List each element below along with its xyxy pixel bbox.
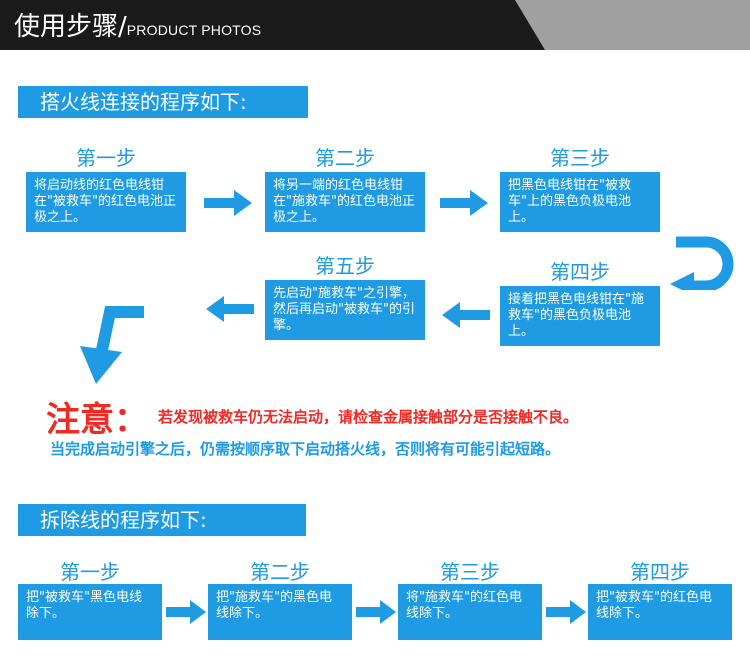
remove-step-2-label: 第二步 bbox=[250, 560, 310, 584]
arrow-left-icon bbox=[442, 302, 490, 328]
remove-step-4-label: 第四步 bbox=[630, 560, 690, 584]
connect-step-2-label: 第二步 bbox=[315, 146, 375, 170]
remove-step-1-box: 把"被救车"黑色电线除下。 bbox=[18, 584, 162, 640]
connect-step-4-label: 第四步 bbox=[550, 260, 610, 284]
remove-step-1-label: 第一步 bbox=[60, 560, 120, 584]
page-title: 使用步骤/PRODUCT PHOTOS bbox=[14, 6, 261, 43]
arrow-right-icon bbox=[204, 190, 252, 216]
connect-step-3-label: 第三步 bbox=[550, 146, 610, 170]
remove-step-3-box: 将"施救车"的红色电线除下。 bbox=[398, 584, 542, 640]
warning-text: 若发现被救车仍无法启动，请检查金属接触部分是否接触不良。 bbox=[158, 408, 579, 426]
arrow-right-icon bbox=[356, 600, 396, 624]
warning-note: 当完成启动引擎之后，仍需按顺序取下启动搭火线，否则将有可能引起短路。 bbox=[50, 440, 561, 458]
remove-step-3-label: 第三步 bbox=[440, 560, 500, 584]
u-turn-arrow-icon bbox=[670, 236, 734, 290]
connect-step-1-label: 第一步 bbox=[76, 146, 136, 170]
header-dark-band bbox=[0, 0, 545, 50]
arrow-right-icon bbox=[546, 600, 586, 624]
page-title-en: PRODUCT PHOTOS bbox=[126, 22, 262, 38]
arrow-left-icon bbox=[206, 296, 254, 322]
connect-step-5-box: 先启动"施救车"之引擎，然后再启动"被救车"的引擎。 bbox=[265, 280, 425, 340]
connect-step-2-box: 将另一端的红色电线钳在"施救车"的红色电池正极之上。 bbox=[265, 172, 425, 232]
arrow-right-icon bbox=[440, 190, 488, 216]
connect-step-4-box: 接着把黑色电线钳在"施救车"的黑色负极电池上。 bbox=[500, 286, 660, 346]
page-title-cn: 使用步骤/ bbox=[14, 12, 127, 42]
connect-section-title: 搭火线连接的程序如下: bbox=[18, 86, 308, 118]
connect-step-3-box: 把黑色电线钳在"被救车"上的黑色负极电池上。 bbox=[500, 172, 660, 232]
remove-section-title: 拆除线的程序如下: bbox=[18, 504, 306, 536]
connect-step-1-box: 将启动线的红色电线钳在"被救车"的红色电池正极之上。 bbox=[26, 172, 186, 232]
connect-step-5-label: 第五步 bbox=[315, 254, 375, 278]
remove-step-4-box: 把"被救车"的红色电线除下。 bbox=[588, 584, 732, 640]
warning-title: 注意： bbox=[46, 400, 148, 440]
remove-step-2-box: 把"施救车"的黑色电线除下。 bbox=[208, 584, 352, 640]
corner-down-arrow-icon bbox=[80, 306, 144, 384]
arrow-right-icon bbox=[166, 600, 206, 624]
